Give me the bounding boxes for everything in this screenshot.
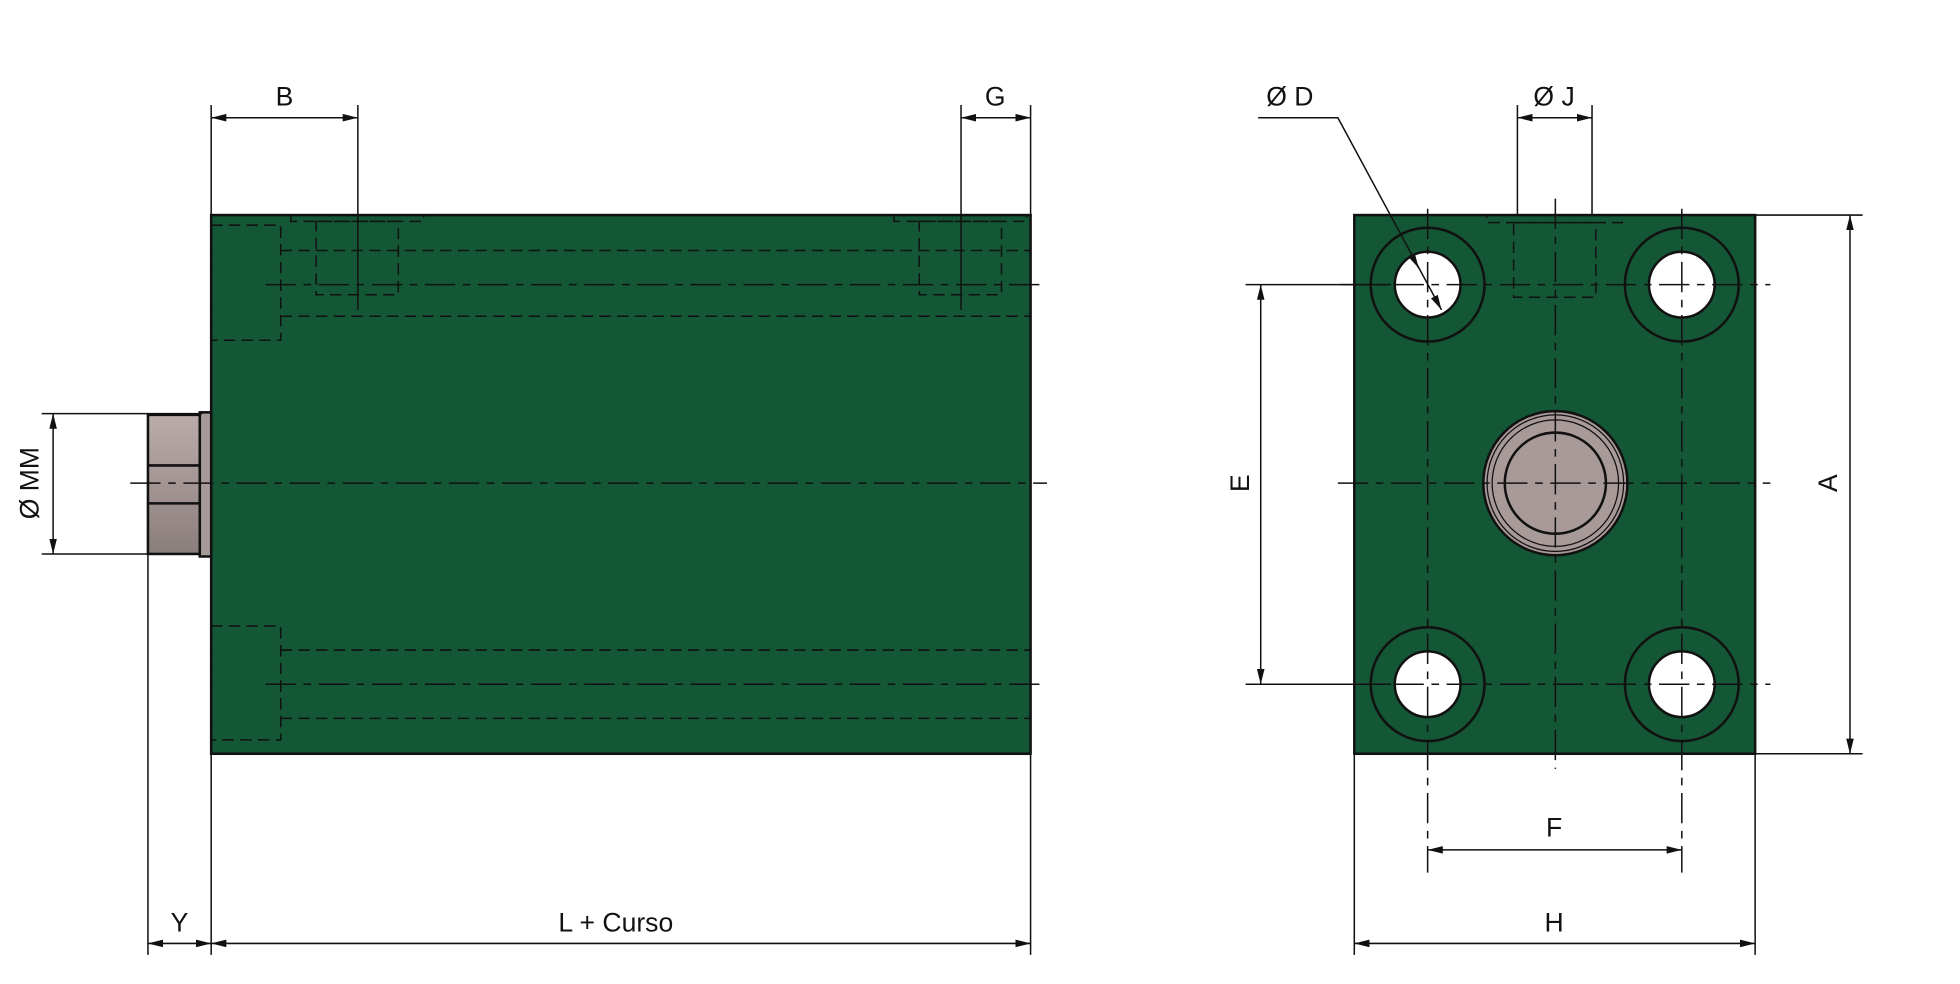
dimension-h: H [1353, 753, 1756, 955]
cylinder-body [209, 213, 1032, 756]
label-y: Y [171, 907, 189, 937]
dimension-g: G [960, 82, 1032, 310]
label-b: B [276, 82, 294, 112]
side-view: B G Ø MM Y L + Curso [15, 82, 1048, 955]
dimension-j: Ø J [1516, 82, 1593, 216]
dimension-f: F [1427, 813, 1682, 854]
dimension-b: B [210, 82, 359, 310]
label-mm: Ø MM [15, 447, 45, 519]
label-e: E [1225, 474, 1255, 492]
dimension-e: E [1225, 283, 1391, 685]
label-f: F [1546, 813, 1562, 843]
dimension-mm: Ø MM [15, 412, 203, 555]
centerlines [130, 283, 1048, 685]
label-h: H [1545, 907, 1564, 937]
rod-nut [146, 411, 213, 558]
front-centerlines [1337, 198, 1771, 873]
label-a: A [1813, 474, 1843, 492]
front-view: Ø D Ø J E A F H [1225, 82, 1863, 955]
dimension-l-stroke: L + Curso [211, 753, 1032, 955]
label-l-curso: L + Curso [558, 907, 673, 937]
label-j: Ø J [1533, 82, 1574, 112]
dimension-a: A [1755, 214, 1863, 755]
label-d: Ø D [1266, 82, 1313, 112]
dimension-d: Ø D [1258, 82, 1443, 311]
dimension-y: Y [147, 553, 212, 955]
label-g: G [985, 82, 1006, 112]
